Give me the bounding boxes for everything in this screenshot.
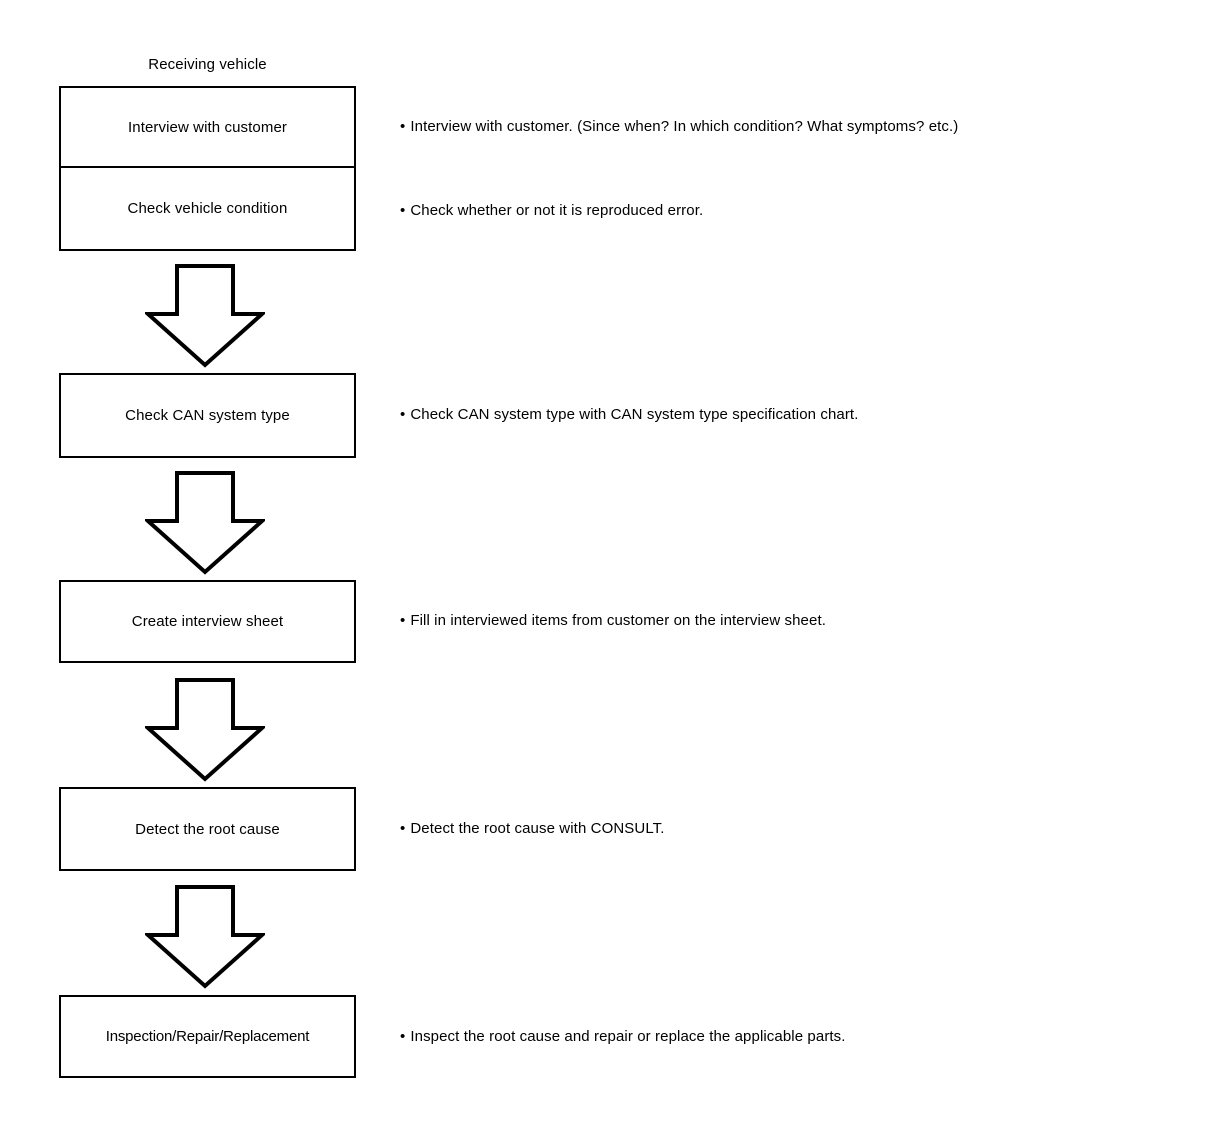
note-inspection-repair-replacement: •Inspect the root cause and repair or re…: [400, 1028, 846, 1045]
process-box-create-interview-sheet[interactable]: Create interview sheet: [131, 613, 284, 630]
bullet-icon-2: •: [400, 202, 406, 219]
process-box-group-detect-cause: Detect the root cause: [59, 787, 356, 871]
note-create-interview-sheet: •Fill in interviewed items from customer…: [400, 612, 826, 629]
process-box-interview-with-customer[interactable]: Interview with customer: [61, 88, 354, 168]
arrow-down-icon-4: [145, 885, 265, 989]
note-text-6: Inspect the root cause and repair or rep…: [410, 1028, 846, 1045]
note-text-3: Check CAN system type with CAN system ty…: [410, 406, 859, 423]
arrow-down-icon-1: [145, 264, 265, 368]
process-box-group-inspection: Inspection/Repair/Replacement: [59, 995, 356, 1078]
note-interview-with-customer: •Interview with customer. (Since when? I…: [400, 118, 958, 135]
note-text-2: Check whether or not it is reproduced er…: [410, 202, 704, 219]
bullet-icon-3: •: [400, 406, 406, 423]
bullet-icon-5: •: [400, 820, 406, 837]
bullet-icon-4: •: [400, 612, 406, 629]
bullet-icon-1: •: [400, 118, 406, 135]
note-text-4: Fill in interviewed items from customer …: [410, 612, 826, 629]
note-check-vehicle-condition: •Check whether or not it is reproduced e…: [400, 202, 703, 219]
column-label-receiving-vehicle: Receiving vehicle: [148, 56, 267, 73]
process-box-check-vehicle-condition[interactable]: Check vehicle condition: [127, 200, 288, 217]
process-box-inspection-repair-replacement[interactable]: Inspection/Repair/Replacement: [105, 1028, 310, 1045]
process-box-group-create-sheet: Create interview sheet: [59, 580, 356, 663]
process-box-check-can-system-type[interactable]: Check CAN system type: [125, 407, 290, 424]
note-text-1: Interview with customer. (Since when? In…: [410, 118, 959, 135]
process-box-group-check-can: Check CAN system type: [59, 373, 356, 458]
note-text-5: Detect the root cause with CONSULT.: [410, 820, 665, 837]
note-detect-the-root-cause: •Detect the root cause with CONSULT.: [400, 820, 665, 837]
arrow-down-icon-2: [145, 471, 265, 575]
bullet-icon-6: •: [400, 1028, 406, 1045]
arrow-down-icon-3: [145, 678, 265, 782]
process-box-detect-the-root-cause[interactable]: Detect the root cause: [135, 820, 280, 838]
note-check-can-system-type: •Check CAN system type with CAN system t…: [400, 406, 858, 423]
process-box-group-receiving: Interview with customer Check vehicle co…: [59, 86, 356, 251]
